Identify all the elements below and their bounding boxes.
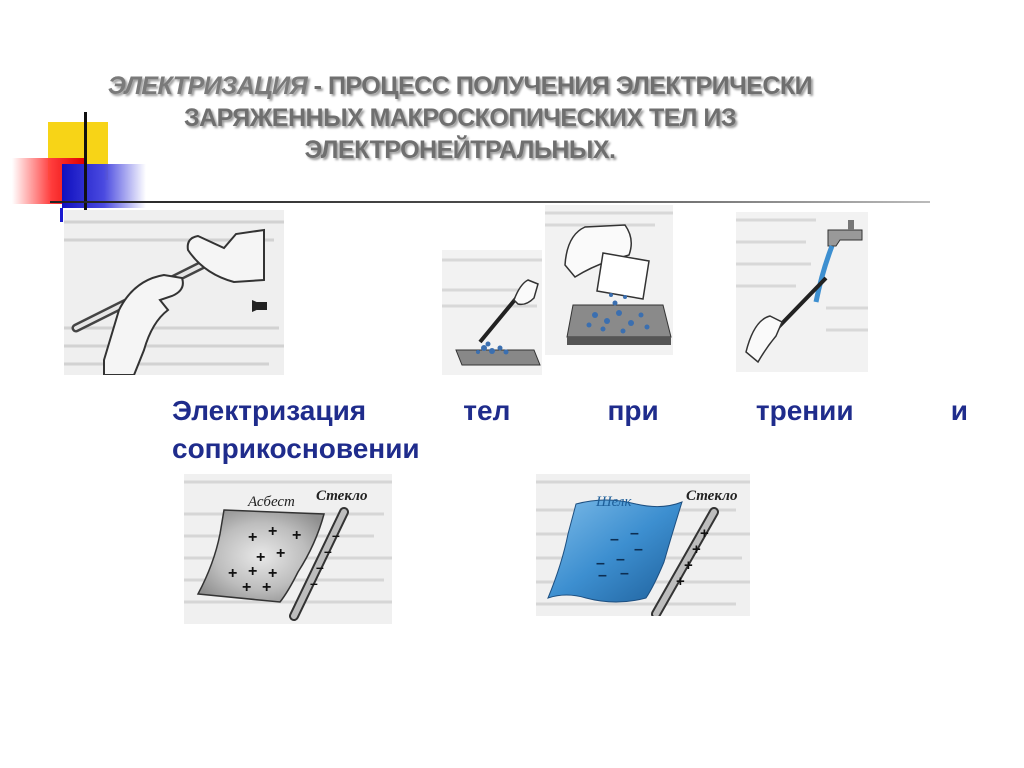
- silk-label: Шелк: [595, 494, 632, 510]
- caption-row-1: Электризация тел при трении и: [172, 392, 968, 430]
- glass-label: Стекло: [686, 488, 737, 504]
- plus-charge: +: [692, 541, 701, 558]
- caption-row-2: соприкосновении: [172, 433, 420, 464]
- slide-title: ЭЛЕКТРИЗАЦИЯ - ПРОЦЕСС ПОЛУЧЕНИЯ ЭЛЕКТРИ…: [60, 70, 860, 166]
- plus-charge: +: [228, 565, 237, 582]
- caption-word: и: [950, 395, 968, 426]
- plus-charge: +: [684, 557, 693, 574]
- asbestos-label: Асбест: [247, 494, 295, 510]
- plus-charge: +: [676, 573, 685, 590]
- title-line-2: ЗАРЯЖЕННЫХ МАКРОСКОПИЧЕСКИХ ТЕЛ ИЗ: [183, 104, 737, 132]
- title-line-1-rest: ПРОЦЕСС ПОЛУЧЕНИЯ ЭЛЕКТРИЧЕСКИ: [327, 72, 813, 100]
- minus-charge: –: [332, 527, 340, 543]
- plus-charge: +: [276, 545, 285, 562]
- water-stream-rod-image: [736, 212, 868, 372]
- caption-word: Электризация: [172, 395, 367, 426]
- plus-charge: +: [292, 527, 301, 544]
- plus-charge: +: [256, 549, 265, 566]
- minus-charge: –: [598, 567, 607, 584]
- minus-charge: –: [634, 541, 643, 558]
- plus-charge: +: [700, 525, 709, 542]
- decor-horizontal-rule: [50, 201, 930, 203]
- asbestos-glass-image: Асбест Стекло + + + + + + + + + + – – – …: [184, 474, 392, 624]
- plus-charge: +: [248, 563, 257, 580]
- caption-word: трении: [755, 395, 854, 426]
- minus-charge: –: [596, 555, 605, 572]
- plus-charge: +: [248, 529, 257, 546]
- decor-vertical-accent: [60, 208, 63, 222]
- title-line-3: ЭЛЕКТРОНЕЙТРАЛЬНЫХ.: [304, 136, 616, 164]
- minus-charge: –: [324, 543, 332, 559]
- decor-blue-block: [62, 164, 146, 208]
- rod-attracting-pieces-image: [442, 250, 542, 375]
- plus-charge: +: [242, 579, 251, 596]
- minus-charge: –: [620, 565, 629, 582]
- minus-charge: –: [630, 525, 639, 542]
- hands-rubbing-rod-image: [64, 210, 284, 375]
- minus-charge: –: [316, 559, 324, 575]
- plus-charge: +: [268, 565, 277, 582]
- title-dash: -: [307, 72, 328, 100]
- silk-glass-image: Шелк Стекло – – – – – – – + + + +: [536, 474, 750, 616]
- caption: Электризация тел при трении и соприкосно…: [172, 392, 968, 468]
- caption-word: при: [607, 395, 659, 426]
- minus-charge: –: [616, 551, 625, 568]
- plus-charge: +: [268, 523, 277, 540]
- minus-charge: –: [310, 575, 318, 591]
- title-line-1: ЭЛЕКТРИЗАЦИЯ - ПРОЦЕСС ПОЛУЧЕНИЯ ЭЛЕКТРИ…: [60, 70, 860, 102]
- plus-charge: +: [262, 579, 271, 596]
- decor-vertical-line: [84, 112, 87, 224]
- title-keyword: ЭЛЕКТРИЗАЦИЯ: [107, 72, 308, 100]
- caption-word: тел: [463, 395, 511, 426]
- minus-charge: –: [610, 531, 619, 548]
- glass-label: Стекло: [316, 488, 367, 504]
- hand-paper-plate-image: [545, 205, 673, 355]
